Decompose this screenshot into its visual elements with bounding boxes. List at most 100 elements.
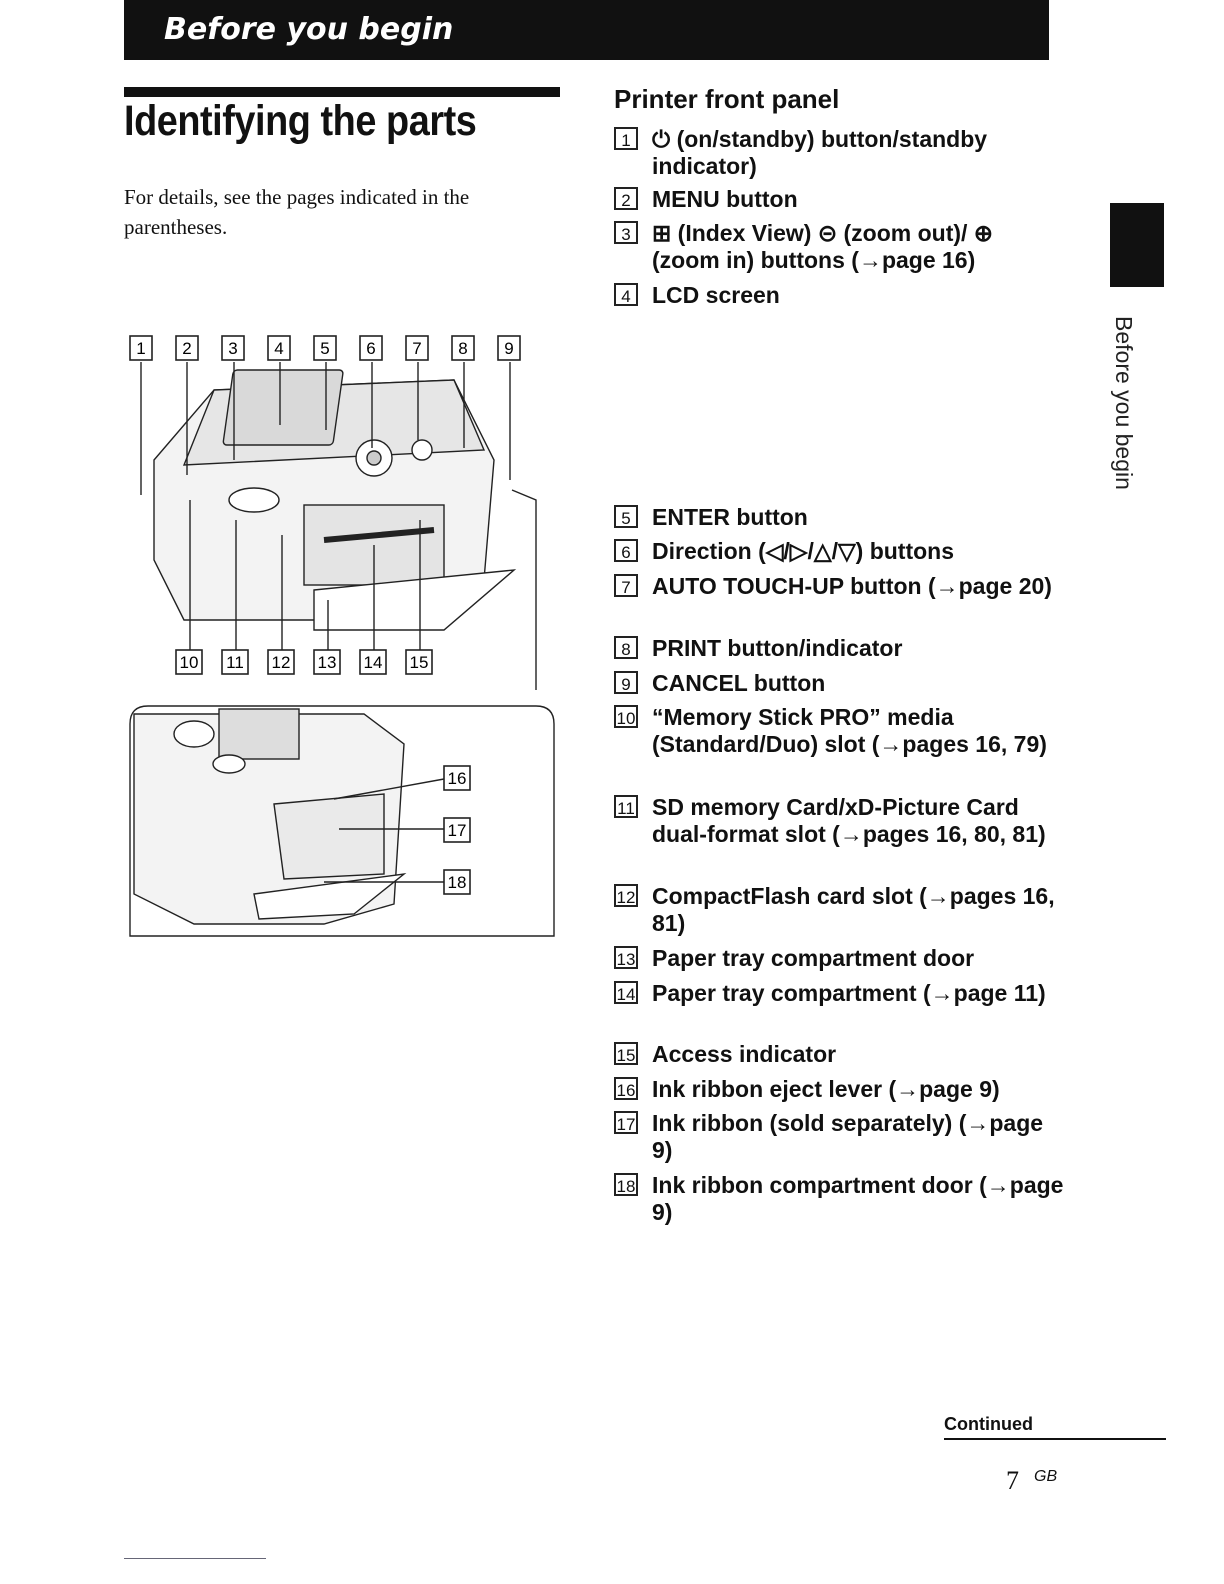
title-rule xyxy=(124,87,560,97)
part-number-box: 11 xyxy=(614,795,638,818)
part-item-13: 13 Paper tray compartment door xyxy=(614,945,1064,972)
part-description: ⊞ (Index View) ⊝ (zoom out)/ ⊕ (zoom in)… xyxy=(652,220,994,273)
part-description: Paper tray compartment (→page 11) xyxy=(652,980,1046,1006)
svg-text:10: 10 xyxy=(180,653,199,672)
part-number-box: 9 xyxy=(614,671,638,694)
svg-text:9: 9 xyxy=(504,339,513,358)
callout-label-18: 18 xyxy=(443,869,471,895)
callout-label-16: 16 xyxy=(443,765,471,791)
page-number: 7 xyxy=(1006,1466,1019,1495)
part-description: Access indicator xyxy=(652,1041,837,1067)
svg-text:3: 3 xyxy=(228,339,237,358)
callout-label-8: 8 xyxy=(451,335,475,361)
part-item-6: 6 Direction (◁/▷/△/▽) buttons xyxy=(614,538,1064,565)
continued-rule xyxy=(944,1438,1166,1440)
part-description: Direction (◁/▷/△/▽) buttons xyxy=(652,538,955,564)
part-number-box: 7 xyxy=(614,574,638,597)
part-number-box: 14 xyxy=(614,981,638,1004)
callout-label-17: 17 xyxy=(443,817,471,843)
svg-text:7: 7 xyxy=(412,339,421,358)
part-description: “Memory Stick PRO” media (Standard/Duo) … xyxy=(652,704,1047,757)
ink-ribbon-inset-figure: 16 17 18 xyxy=(129,705,555,937)
part-number-box: 13 xyxy=(614,946,638,969)
part-item-5: 5 ENTER button xyxy=(614,504,1064,531)
part-number-box: 4 xyxy=(614,283,638,306)
part-description: Ink ribbon compartment door (→page 9) xyxy=(652,1172,1064,1225)
svg-text:11: 11 xyxy=(226,653,244,672)
callout-label-13: 13 xyxy=(313,649,341,675)
page-title: Identifying the parts xyxy=(124,97,477,145)
part-item-9: 9 CANCEL button xyxy=(614,670,1064,697)
callout-label-12: 12 xyxy=(267,649,295,675)
part-item-18: 18 Ink ribbon compartment door (→page 9) xyxy=(614,1172,1064,1226)
part-item-8: 8 PRINT button/indicator xyxy=(614,635,1064,662)
part-description: CANCEL button xyxy=(652,670,826,696)
svg-text:12: 12 xyxy=(272,653,291,672)
callout-label-11: 11 xyxy=(221,649,249,675)
side-tab-marker xyxy=(1110,203,1164,287)
part-item-15: 15 Access indicator xyxy=(614,1041,1064,1068)
intro-text: For details, see the pages indicated in … xyxy=(124,185,470,239)
callout-label-5: 5 xyxy=(313,335,337,361)
section-header-text: Before you begin xyxy=(164,12,454,47)
svg-text:13: 13 xyxy=(318,653,337,672)
callout-label-1: 1 xyxy=(129,335,153,361)
svg-text:14: 14 xyxy=(364,653,383,672)
part-item-17: 17 Ink ribbon (sold separately) (→page 9) xyxy=(614,1110,1064,1164)
side-tab-label: Before you begin xyxy=(1103,316,1143,516)
part-item-12: 12 CompactFlash card slot (→pages 16, 81) xyxy=(614,883,1064,937)
part-item-11: 11 SD memory Card/xD-Picture Card dual-fo… xyxy=(614,794,1064,848)
part-number-box: 16 xyxy=(614,1077,638,1100)
part-description: AUTO TOUCH-UP button (→page 20) xyxy=(652,573,1052,599)
callout-label-3: 3 xyxy=(221,335,245,361)
section-header-bar: Before you begin xyxy=(124,0,1049,60)
callout-label-2: 2 xyxy=(175,335,199,361)
svg-text:5: 5 xyxy=(320,339,329,358)
svg-text:8: 8 xyxy=(458,339,467,358)
callout-label-4: 4 xyxy=(267,335,291,361)
side-tab-label-text: Before you begin xyxy=(1111,316,1137,490)
svg-text:15: 15 xyxy=(410,653,429,672)
callout-label-15: 15 xyxy=(405,649,433,675)
part-number-box: 3 xyxy=(614,221,638,244)
callout-label-9: 9 xyxy=(497,335,521,361)
page-suffix: GB xyxy=(1034,1468,1058,1485)
svg-text:4: 4 xyxy=(274,339,283,358)
part-item-7: 7 AUTO TOUCH-UP button (→page 20) xyxy=(614,573,1064,600)
svg-text:18: 18 xyxy=(448,873,467,892)
svg-text:16: 16 xyxy=(448,769,467,788)
part-number-box: 17 xyxy=(614,1111,638,1134)
part-item-10: 10 “Memory Stick PRO” media (Standard/Duo… xyxy=(614,704,1064,758)
part-number-box: 8 xyxy=(614,636,638,659)
part-description: CompactFlash card slot (→pages 16, 81) xyxy=(652,883,1055,936)
part-item-4: 4 LCD screen xyxy=(614,282,1064,309)
part-description: Ink ribbon (sold separately) (→page 9) xyxy=(652,1110,1044,1163)
continued-label: Continued xyxy=(944,1414,1033,1434)
footer-rule xyxy=(124,1558,266,1559)
callout-label-14: 14 xyxy=(359,649,387,675)
callout-label-6: 6 xyxy=(359,335,383,361)
part-description: ⏻ (on/standby) button/standby indicator) xyxy=(652,126,988,179)
svg-text:1: 1 xyxy=(136,339,145,358)
svg-text:2: 2 xyxy=(182,339,191,358)
part-number-box: 10 xyxy=(614,705,638,728)
part-number-box: 2 xyxy=(614,187,638,210)
part-item-1: 1⏻ (on/standby) button/standby indicator… xyxy=(614,126,1064,180)
part-number-box: 5 xyxy=(614,505,638,528)
part-description: SD memory Card/xD-Picture Card dual-form… xyxy=(652,794,1046,847)
part-number-box: 18 xyxy=(614,1173,638,1196)
panel-title: Printer front panel xyxy=(614,84,840,114)
part-number-box: 15 xyxy=(614,1042,638,1065)
part-description: PRINT button/indicator xyxy=(652,635,903,661)
part-number-box: 6 xyxy=(614,539,638,562)
callout-label-7: 7 xyxy=(405,335,429,361)
part-number-box: 12 xyxy=(614,884,638,907)
part-description: ENTER button xyxy=(652,504,808,530)
part-item-14: 14 Paper tray compartment (→page 11) xyxy=(614,980,1064,1007)
part-item-3: 3 ⊞ (Index View) ⊝ (zoom out)/ ⊕ (zoom in… xyxy=(614,220,1064,274)
part-description: Paper tray compartment door xyxy=(652,945,975,971)
part-description: LCD screen xyxy=(652,282,780,308)
